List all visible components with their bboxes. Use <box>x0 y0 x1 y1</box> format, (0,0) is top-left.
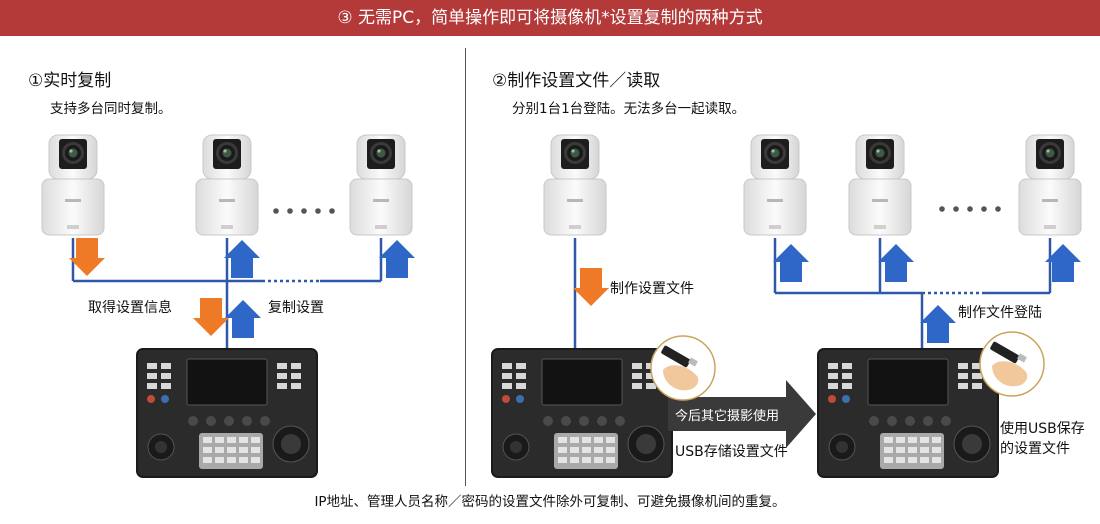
s1-down-arrow-controller <box>193 298 229 336</box>
label-create-register: 制作文件登陆 <box>958 305 1042 321</box>
label-usb-saved-line2: 的设置文件 <box>1000 441 1070 457</box>
banner-title: ③ 无需PC，简单操作即可将摄像机*设置复制的两种方式 <box>337 8 763 28</box>
controller-s2-target <box>817 348 999 478</box>
s2-ellipsis-dots <box>939 206 1001 212</box>
controller-s2-source <box>491 348 673 478</box>
section1-title: ①实时复制 <box>28 71 112 91</box>
s1-down-arrow-cam1 <box>69 238 105 276</box>
label-copy-settings: 复制设置 <box>268 300 324 316</box>
section2-title: ②制作设置文件／读取 <box>492 71 661 91</box>
camera-s2-source <box>543 134 607 236</box>
s1-up-arrow-cam3 <box>379 240 415 278</box>
s2-up-arrow-controller <box>920 305 956 343</box>
s2-up-arrow-cam2 <box>878 244 914 282</box>
s1-up-arrow-controller <box>225 300 261 338</box>
camera-s2-2 <box>848 134 912 236</box>
usb-stick-hand-1 <box>650 335 716 401</box>
transfer-arrow <box>668 380 816 448</box>
camera-s2-3 <box>1018 134 1082 236</box>
camera-s1-2 <box>195 134 259 236</box>
label-transfer: 今后其它摄影使用 <box>675 409 780 424</box>
footer-note: IP地址、管理人员名称／密码的设置文件除外可复制、可避免摄像机间的重复。 <box>314 494 786 510</box>
section1-network <box>71 238 383 350</box>
label-usb-saved-line1: 使用USB保存 <box>1000 421 1085 437</box>
usb-stick-hand-2 <box>979 331 1045 397</box>
section-divider <box>465 48 466 486</box>
controller-s1 <box>136 348 318 478</box>
s2-up-arrow-cam1 <box>773 244 809 282</box>
label-create-file: 制作设置文件 <box>610 281 694 297</box>
camera-s1-3 <box>349 134 413 236</box>
s1-ellipsis-dots <box>273 208 335 214</box>
camera-s2-1 <box>743 134 807 236</box>
camera-s1-1 <box>41 134 105 236</box>
label-usb-store: USB存储设置文件 <box>675 444 788 460</box>
s2-down-arrow-source <box>573 268 609 306</box>
header-banner: ③ 无需PC，简单操作即可将摄像机*设置复制的两种方式 <box>0 0 1100 36</box>
label-acquire-settings: 取得设置信息 <box>88 300 172 316</box>
section1-subtitle: 支持多台同时复制。 <box>50 101 172 117</box>
section2-subtitle: 分别1台1台登陆。无法多台一起读取。 <box>512 101 746 117</box>
s1-up-arrow-cam2 <box>224 240 260 278</box>
